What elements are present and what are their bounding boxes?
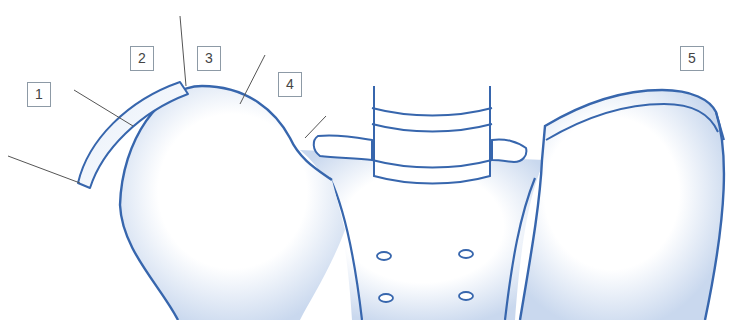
- transverse-process: [492, 139, 526, 162]
- sacral-foramen: [379, 294, 393, 302]
- crest-rim: [716, 112, 724, 140]
- sacral-foramen: [377, 252, 391, 260]
- leader-line: [240, 55, 265, 104]
- leader-line: [305, 116, 326, 138]
- left-ilium: [120, 86, 332, 320]
- ilium-fill: [120, 86, 345, 320]
- disc-line: [372, 160, 492, 168]
- right-ilium: [520, 90, 724, 320]
- disc-line: [372, 108, 492, 116]
- leader-line: [74, 90, 133, 126]
- callout-number: 2: [130, 46, 154, 71]
- leader-line: [8, 156, 80, 183]
- transverse-process: [314, 135, 372, 160]
- callout-number: 3: [197, 46, 221, 71]
- vertebral-body: [374, 86, 490, 184]
- crest-rim: [546, 104, 718, 140]
- sacral-foramen: [459, 292, 473, 300]
- leader-line: [180, 16, 186, 86]
- callout-number: 5: [680, 46, 704, 71]
- callout-number: 1: [27, 82, 51, 107]
- callout-number: 4: [278, 72, 302, 97]
- crest-graft: [78, 82, 188, 188]
- sacral-foramen: [459, 250, 473, 258]
- ilium-fill: [520, 90, 724, 320]
- disc-line: [372, 124, 492, 132]
